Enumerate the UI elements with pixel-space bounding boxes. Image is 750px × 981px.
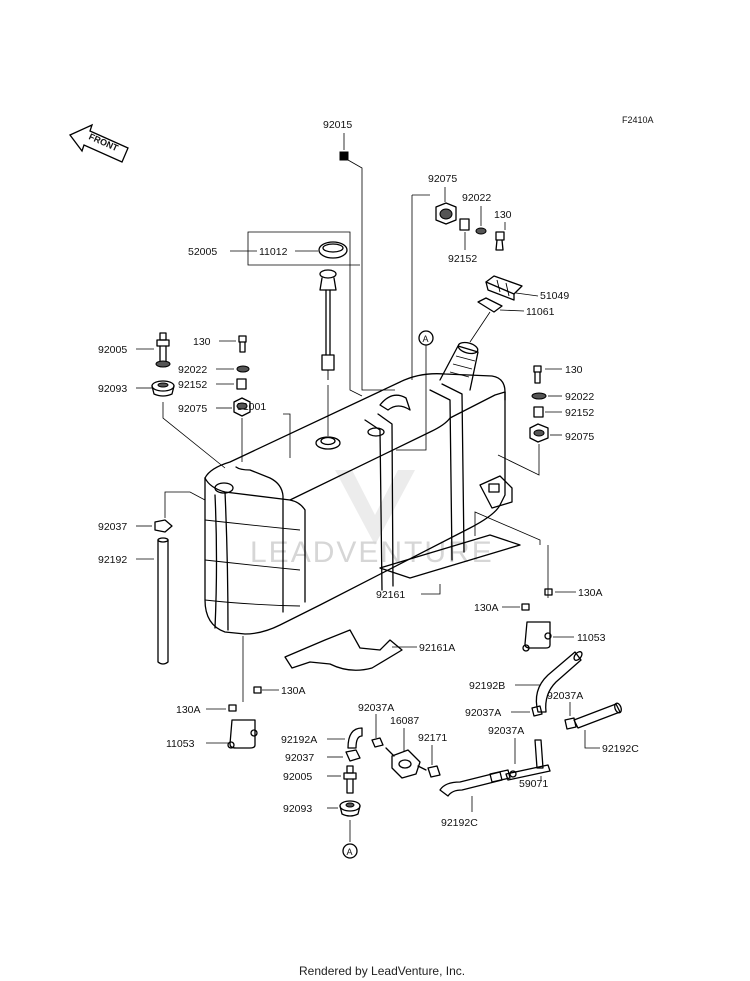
fuel-tank — [204, 341, 513, 635]
washer-92022-right — [531, 392, 547, 400]
label-92015: 92015 — [323, 119, 352, 131]
hose-92192b — [535, 651, 583, 713]
label-11053-right: 11053 — [577, 632, 606, 644]
label-130-right: 130 — [565, 364, 583, 376]
label-51049: 51049 — [540, 290, 569, 302]
label-92171: 92171 — [418, 732, 447, 744]
front-arrow-icon: FRONT — [68, 123, 129, 163]
label-92075-top: 92075 — [428, 173, 457, 185]
label-92037a-4: 92037A — [547, 690, 583, 702]
label-92192c-bottom: 92192C — [441, 817, 478, 829]
collar-92152-top — [459, 218, 470, 231]
label-92005-bottom: 92005 — [283, 771, 312, 783]
label-130a-right1: 130A — [578, 587, 603, 599]
clamp-92037-left — [154, 519, 173, 533]
bolt-130a-right2 — [544, 588, 553, 596]
stud-92005-bottom — [343, 765, 357, 794]
label-92037-left: 92037 — [98, 521, 127, 533]
bolt-130a-right1 — [521, 603, 530, 611]
label-11012: 11012 — [259, 246, 288, 258]
hose-92192 — [157, 537, 169, 665]
collar-92152-left — [236, 378, 247, 390]
label-92161: 92161 — [376, 589, 405, 601]
grommet-92075-top — [435, 202, 457, 225]
bolt-130-left — [238, 335, 247, 353]
clamp-92037a-4 — [564, 717, 577, 730]
label-92093-left: 92093 — [98, 383, 127, 395]
label-130-left: 130 — [193, 336, 211, 348]
gasket-11061 — [477, 297, 503, 313]
label-16087: 16087 — [390, 715, 419, 727]
cap-51049 — [485, 275, 523, 301]
clamp-92037-bottom — [345, 749, 361, 762]
label-92037-bottom: 92037 — [285, 752, 314, 764]
label-92022-right: 92022 — [565, 391, 594, 403]
label-59071: 59071 — [519, 778, 548, 790]
label-92037a-1: 92037A — [358, 702, 394, 714]
label-92037a-2: 92037A — [465, 707, 501, 719]
label-92093-bottom: 92093 — [283, 803, 312, 815]
washer-92022-left — [236, 365, 250, 373]
label-92152-right: 92152 — [565, 407, 594, 419]
stud-92005-left — [155, 332, 171, 368]
tee-59071 — [505, 739, 551, 781]
label-92075-right: 92075 — [565, 431, 594, 443]
hose-92192a — [347, 727, 363, 749]
bolt-130-top — [495, 231, 505, 251]
label-92192a: 92192A — [281, 734, 317, 746]
label-130a-left: 130A — [176, 704, 201, 716]
ref-marker-a-bottom: A — [347, 847, 353, 857]
grommet-92075-right — [529, 423, 549, 443]
bolt-130a-left — [228, 704, 237, 712]
hose-92192c-bottom — [439, 769, 511, 797]
figure-code: F2410A — [622, 115, 654, 125]
bracket-11053-right — [522, 621, 552, 652]
heat-shield-92161 — [379, 534, 521, 579]
label-130-top: 130 — [494, 209, 512, 221]
label-92192: 92192 — [98, 554, 127, 566]
label-11061: 11061 — [526, 306, 555, 318]
hose-92192c-right — [573, 702, 622, 729]
label-130a-right2: 130A — [474, 602, 499, 614]
label-92022-top: 92022 — [462, 192, 491, 204]
ref-marker-a-top: A — [423, 334, 429, 344]
bracket-11053-left — [227, 719, 258, 749]
clamp-92171 — [427, 765, 441, 778]
label-11053-left: 11053 — [166, 738, 195, 750]
label-92192c-right: 92192C — [602, 743, 639, 755]
grommet-92075-left — [233, 397, 251, 417]
label-92005-left: 92005 — [98, 344, 127, 356]
bolt-130a-bottom — [253, 686, 262, 694]
label-130a-bottom: 130A — [281, 685, 306, 697]
bolt-130-right — [533, 365, 542, 384]
heat-shield-92161a — [284, 629, 403, 671]
fuel-pump-16087 — [385, 747, 427, 779]
clamp-92037a-1 — [371, 737, 384, 748]
label-92022-left: 92022 — [178, 364, 207, 376]
label-92152-top: 92152 — [448, 253, 477, 265]
footer-credit: Rendered by LeadVenture, Inc. — [299, 964, 465, 978]
label-92037a-3: 92037A — [488, 725, 524, 737]
fuel-gauge-52005 — [319, 269, 337, 380]
grommet-92093-bottom — [339, 800, 361, 817]
label-92161a: 92161A — [419, 642, 455, 654]
label-92075-left: 92075 — [178, 403, 207, 415]
washer-92022-top — [475, 227, 487, 235]
collar-92152-right — [533, 406, 544, 418]
label-92152-left: 92152 — [178, 379, 207, 391]
watermark-logo — [335, 470, 415, 545]
label-92192b: 92192B — [469, 680, 505, 692]
grommet-92093-left — [151, 380, 175, 397]
label-52005: 52005 — [188, 246, 217, 258]
gasket-11012 — [318, 241, 348, 259]
